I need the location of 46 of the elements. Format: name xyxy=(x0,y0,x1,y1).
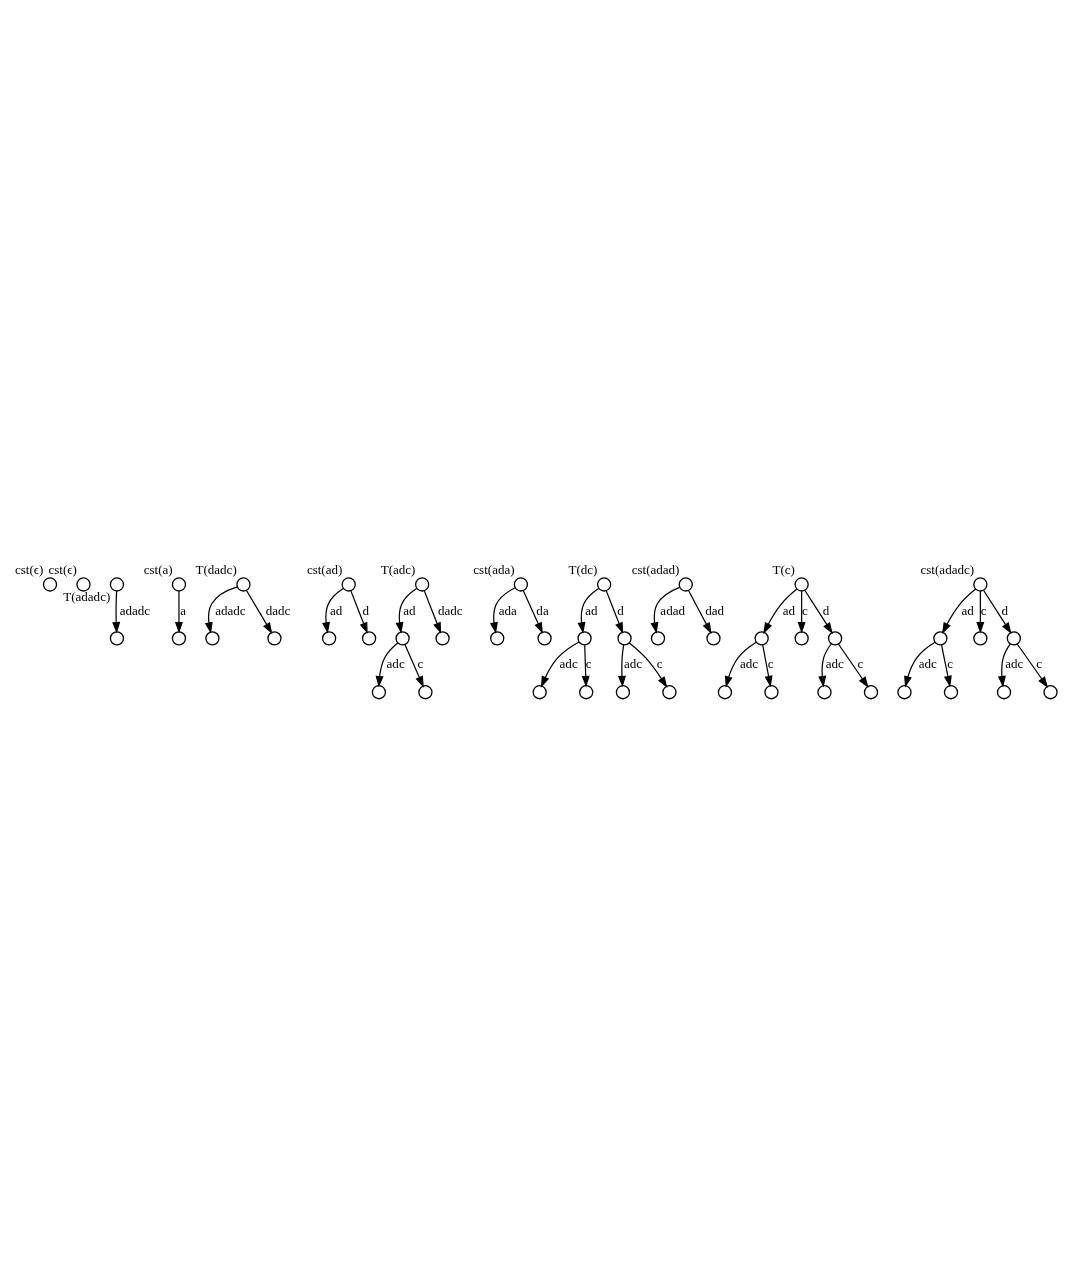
edge-label: c xyxy=(767,655,774,671)
edge-label: c xyxy=(857,655,864,671)
node-label: T(dadc) xyxy=(195,561,237,577)
edge-label: ad xyxy=(782,602,796,618)
edge-label: a xyxy=(180,602,186,618)
node-label: T(adc) xyxy=(380,561,416,577)
edge-label: adc xyxy=(624,655,643,671)
edge-label: d xyxy=(362,602,370,618)
edge-label: d xyxy=(822,602,830,618)
edge-label: ada xyxy=(498,602,517,618)
edge-label: ad xyxy=(961,602,974,618)
edge-label: d xyxy=(617,602,624,618)
edge-label: adadc xyxy=(119,602,151,618)
edge-label: da xyxy=(536,602,549,618)
node-label: cst(ϵ) xyxy=(14,561,44,577)
edge-label: ad xyxy=(329,602,343,618)
edge-label: dadc xyxy=(265,602,291,618)
node-label: cst(a) xyxy=(143,561,173,577)
edge-label: c xyxy=(656,655,663,671)
edge-label: adad xyxy=(660,602,686,618)
node-label: T(dc) xyxy=(568,561,598,577)
node-label: T(c) xyxy=(772,561,795,577)
edge-label: adc xyxy=(559,655,578,671)
edge-label: c xyxy=(417,655,424,671)
edge-label: c xyxy=(1036,655,1043,671)
node-label: cst(adad) xyxy=(631,561,680,577)
edge-label: adadc xyxy=(215,602,246,618)
node-label: cst(ϵ) xyxy=(48,561,77,577)
node-label: cst(ad) xyxy=(306,561,343,577)
node-label: T(adadc) xyxy=(63,588,111,604)
edge-label: adc xyxy=(1005,655,1024,671)
edge-label: ad xyxy=(403,602,416,618)
node-label: cst(ada) xyxy=(473,561,515,577)
edge-label: adc xyxy=(918,655,937,671)
edge-label: dadc xyxy=(437,602,463,618)
edge-label: c xyxy=(585,655,592,671)
edge-label: c xyxy=(802,602,808,618)
edge-label: ad xyxy=(585,602,598,618)
node-label: cst(adadc) xyxy=(920,561,975,577)
edge-label: c xyxy=(947,655,954,671)
edge-label: dad xyxy=(705,602,725,618)
edge-label: d xyxy=(1001,602,1009,618)
edge-label: adc xyxy=(386,655,405,671)
edge-label: adc xyxy=(825,655,844,671)
edge-label: c xyxy=(980,602,987,618)
edge-label: adc xyxy=(739,655,759,671)
